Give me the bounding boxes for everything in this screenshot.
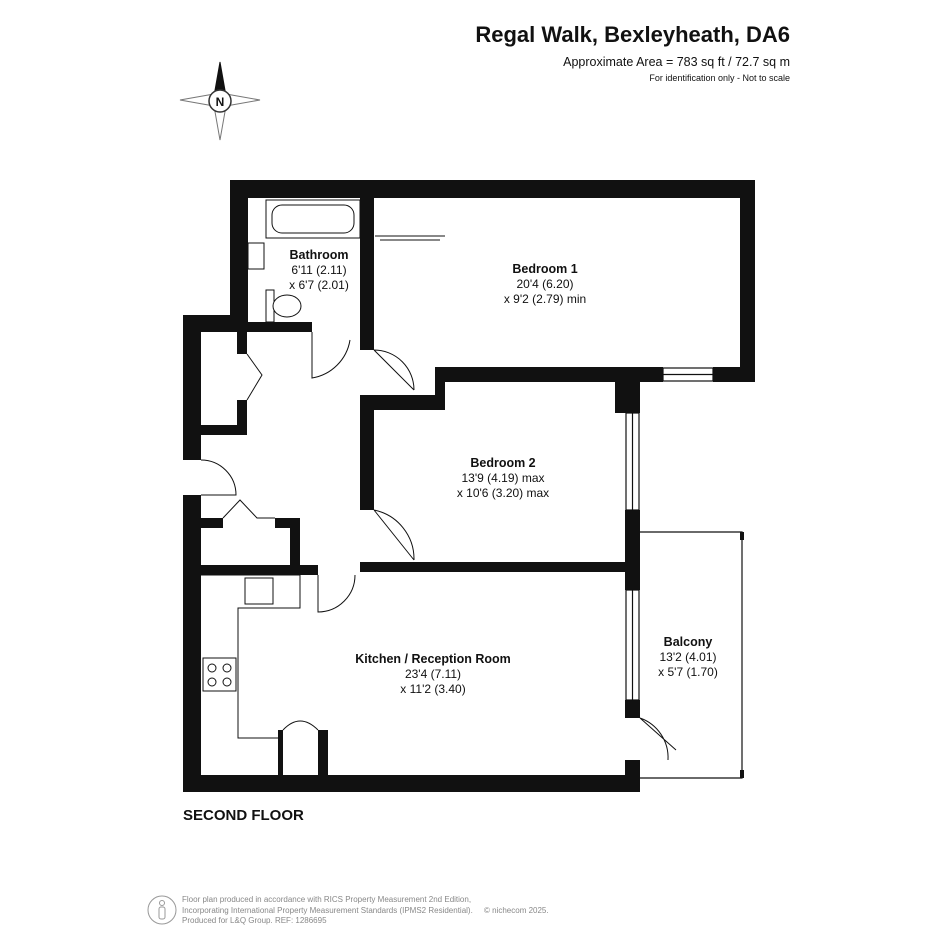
basin-icon (247, 242, 265, 270)
floor-label: SECOND FLOOR (183, 807, 304, 824)
footer-line-1: Floor plan produced in accordance with R… (182, 895, 472, 904)
kitchen-worktop (201, 574, 301, 739)
scale-note: For identification only - Not to scale (649, 73, 790, 83)
footer-line-3: Produced for L&Q Group. REF: 1286695 (182, 916, 327, 925)
balcony-outline (640, 531, 744, 779)
sink-icon (244, 577, 274, 605)
footer-text: Floor plan produced in accordance with R… (182, 895, 473, 927)
windows (625, 367, 714, 701)
hob-icon (202, 657, 237, 692)
compass-icon: N (179, 61, 261, 141)
property-title: Regal Walk, Bexleyheath, DA6 (475, 22, 790, 47)
fixtures (201, 199, 445, 739)
compass-label: N (216, 95, 225, 109)
copyright: © nichecom 2025. (484, 906, 549, 915)
approximate-area: Approximate Area = 783 sq ft / 72.7 sq m (563, 55, 790, 69)
walls (183, 180, 755, 792)
footer-line-2: Incorporating International Property Mea… (182, 905, 473, 915)
person-icon (147, 895, 177, 925)
doors (200, 332, 677, 761)
wardrobe-icon (375, 235, 445, 241)
